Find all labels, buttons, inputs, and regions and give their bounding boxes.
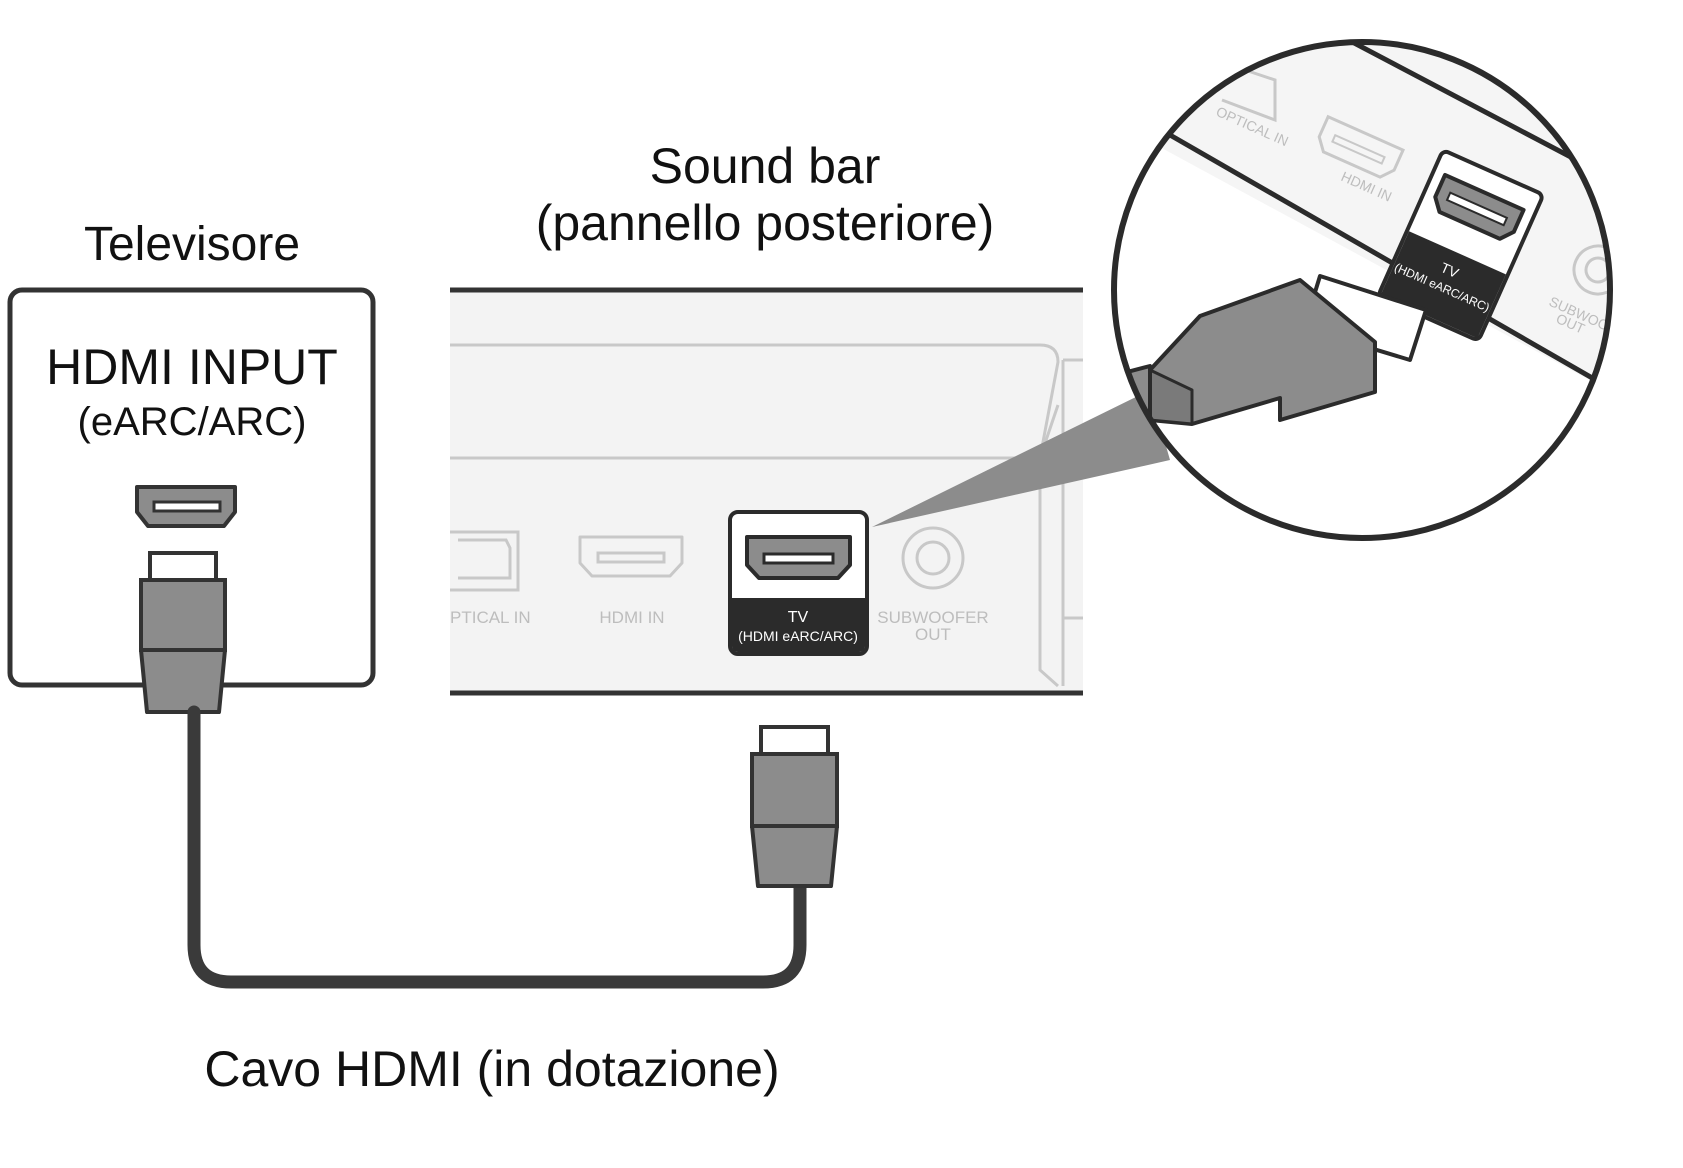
tv-port-subtitle: (eARC/ARC) — [78, 400, 307, 444]
tv-earc-label-line2: (HDMI eARC/ARC) — [738, 628, 858, 644]
hdmi-in-label: HDMI IN — [599, 608, 664, 627]
tv-earc-port-highlight: TV (HDMI eARC/ARC) — [728, 510, 869, 656]
tv-panel: HDMI INPUT (eARC/ARC) — [7, 287, 376, 714]
zoom-hdmi-plug-icon — [1114, 274, 1428, 442]
tv-port-title: HDMI INPUT — [46, 339, 338, 395]
zoom-callout: OPTICAL IN HDMI IN TV (HDMI eARC/ARC) — [1111, 39, 1613, 541]
tv-title: Televisore — [84, 218, 300, 271]
soundbar-hdmi-plug-icon — [750, 725, 839, 888]
soundbar-title-line2: (pannello posteriore) — [536, 195, 995, 251]
optical-in-label: PTICAL IN — [450, 608, 531, 627]
cable-caption: Cavo HDMI (in dotazione) — [204, 1041, 779, 1097]
optical-in-port-icon — [450, 530, 520, 592]
subwoofer-label-line1: SUBWOOFER — [877, 608, 988, 627]
soundbar-title-line1: Sound bar — [650, 138, 881, 194]
zoom-beam — [872, 390, 1170, 527]
hdmi-in-port-icon — [578, 535, 684, 578]
subwoofer-label-line2: OUT — [915, 625, 951, 644]
tv-hdmi-plug-icon — [139, 551, 227, 714]
subwoofer-out-port-icon — [901, 526, 965, 590]
hdmi-cable — [187, 705, 807, 989]
tv-hdmi-port-icon — [135, 485, 237, 528]
zoom-tv-label-line1: TV — [1438, 259, 1461, 281]
tv-earc-label-line1: TV — [788, 609, 809, 626]
